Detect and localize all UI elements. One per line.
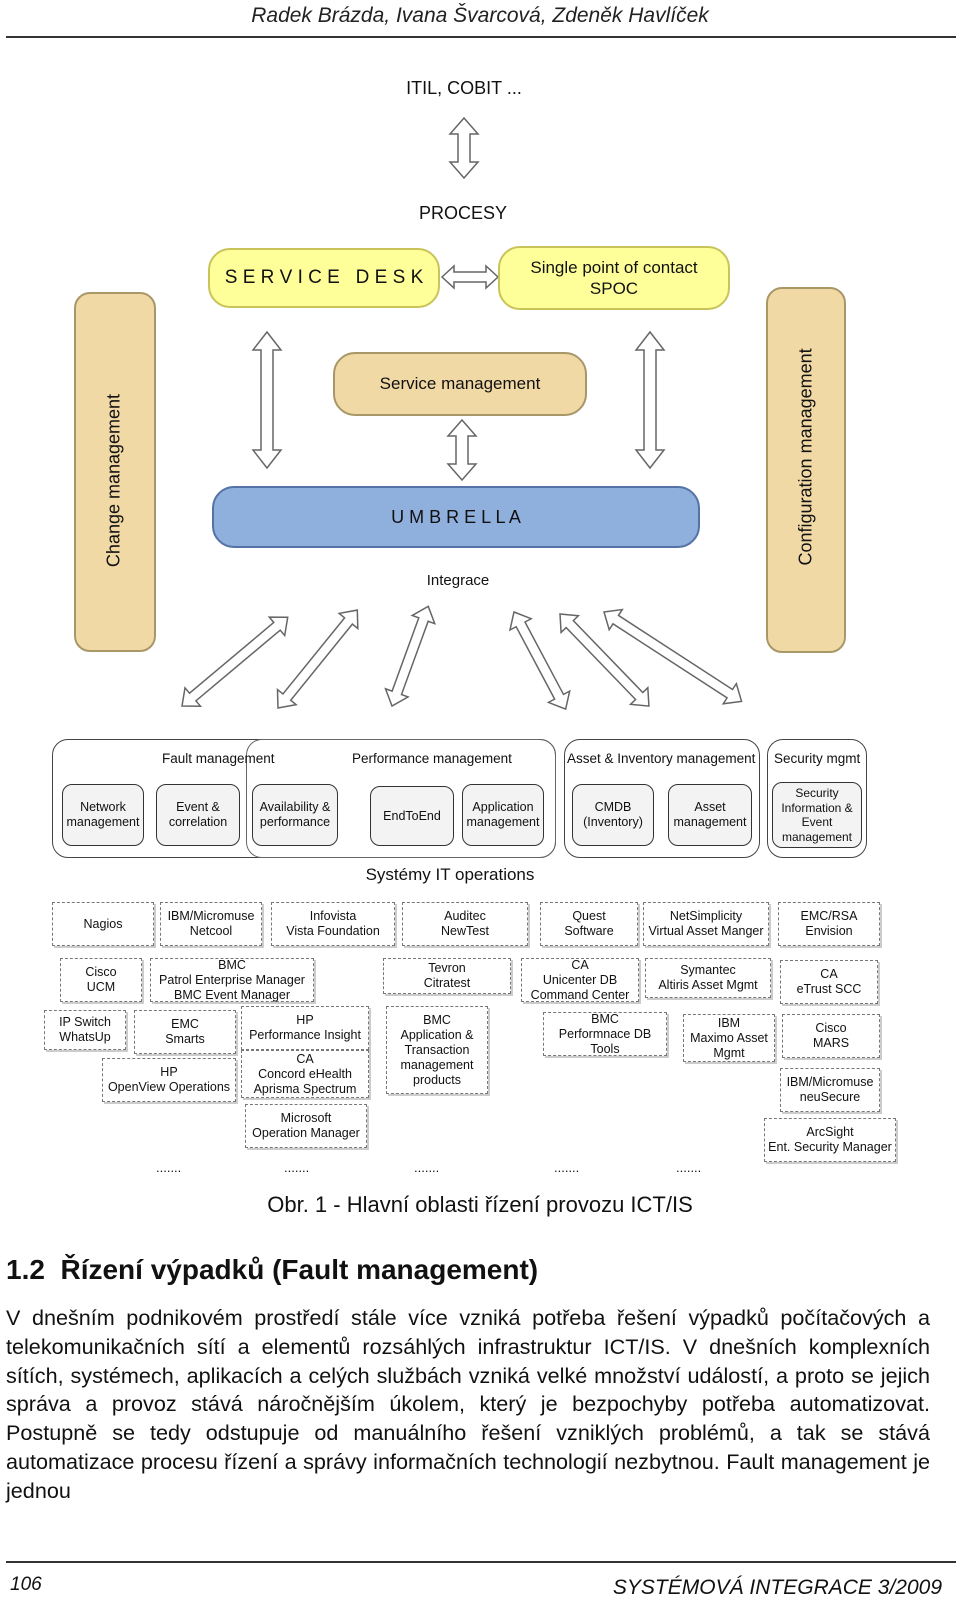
- availability-performance-module: Availability & performance: [252, 784, 338, 846]
- performance-management-label: Performance management: [352, 751, 512, 766]
- product-arcsight: ArcSight Ent. Security Manager: [764, 1118, 896, 1162]
- product-emc-rsa: EMC/RSA Envision: [778, 902, 880, 946]
- systemy-label: Systémy IT operations: [365, 865, 535, 884]
- product-ca-etrust: CA eTrust SCC: [780, 960, 878, 1004]
- product-ibm-netcool: IBM/Micromuse Netcool: [160, 902, 262, 946]
- product-ip-switch: IP Switch WhatsUp: [44, 1010, 126, 1050]
- application-management-module: Application management: [462, 784, 544, 846]
- asset-inventory-management-label: Asset & Inventory management: [567, 751, 756, 766]
- product-ibm-neusecure: IBM/Micromuse neuSecure: [780, 1068, 880, 1112]
- product-cisco-mars: Cisco MARS: [782, 1014, 880, 1058]
- product-microsoft-ops: Microsoft Operation Manager: [245, 1104, 367, 1148]
- itil-procesy-arrow: [449, 117, 479, 179]
- ellipsis-2: .......: [284, 1160, 310, 1175]
- product-quest: Quest Software: [540, 902, 638, 946]
- spoc-box: Single point of contact SPOC: [498, 246, 730, 310]
- header-rule: [6, 36, 956, 38]
- event-correlation-module: Event & correlation: [156, 784, 240, 846]
- security-group: [767, 739, 867, 858]
- product-auditec: Auditec NewTest: [402, 902, 528, 946]
- top-label: ITIL, COBIT ...: [406, 78, 522, 98]
- cmdb-module: CMDB (Inventory): [572, 784, 654, 846]
- network-management-module: Network management: [62, 784, 144, 846]
- diagram-arrows: [181, 117, 743, 711]
- ellipsis-5: .......: [676, 1160, 702, 1175]
- security-mgmt-label: Security mgmt: [774, 751, 861, 766]
- product-nagios: Nagios: [52, 902, 154, 946]
- ellipsis-1: .......: [156, 1160, 182, 1175]
- change-management-box: [74, 292, 156, 652]
- figure-caption: Obr. 1 - Hlavní oblasti řízení provozu I…: [267, 1192, 693, 1217]
- running-header: Radek Brázda, Ivana Švarcová, Zdeněk Hav…: [251, 4, 709, 27]
- product-hp-openview: HP OpenView Operations: [102, 1058, 236, 1102]
- product-netsimplicity: NetSimplicity Virtual Asset Manger: [643, 902, 769, 946]
- umbrella-box: U M B R E L L A: [212, 486, 700, 548]
- ellipsis-4: .......: [554, 1160, 580, 1175]
- svc-umbrella-arrow: [447, 419, 477, 481]
- section-title: 1.2 Řízení výpadků (Fault management): [6, 1254, 539, 1285]
- product-bmc-performance-db: BMC Performnace DB Tools: [543, 1012, 667, 1056]
- change-management-label: Change management: [103, 393, 124, 568]
- product-bmc-patrol: BMC Patrol Enterprise Manager BMC Event …: [150, 958, 314, 1002]
- page-number: 106: [10, 1574, 42, 1595]
- fault-management-label: Fault management: [162, 751, 275, 766]
- procesy-label: PROCESY: [418, 203, 508, 223]
- endtoend-module: EndToEnd: [370, 786, 454, 846]
- body-paragraph: V dnešním podnikovém prostředí stále víc…: [6, 1305, 930, 1503]
- configuration-management-box: [766, 287, 846, 653]
- product-ca-unicenter: CA Unicenter DB Command Center: [521, 958, 639, 1002]
- desk-spoc-arrow: [440, 264, 500, 290]
- performance-group: [246, 739, 556, 858]
- left-long-arrow: [251, 330, 283, 470]
- product-infovista: Infovista Vista Foundation: [271, 902, 395, 946]
- product-ibm-maximo: IBM Maximo Asset Mgmt: [683, 1014, 775, 1062]
- product-tevron: Tevron Citratest: [383, 958, 511, 994]
- product-cisco-ucm: Cisco UCM: [60, 958, 142, 1002]
- footer-rule: [6, 1561, 956, 1563]
- journal-name: SYSTÉMOVÁ INTEGRACE 3/2009: [612, 1576, 942, 1599]
- product-symantec: Symantec Altiris Asset Mgmt: [645, 958, 771, 998]
- configuration-management-label: Configuration management: [795, 348, 816, 566]
- asset-management-module: Asset management: [668, 784, 752, 846]
- right-long-arrow: [634, 330, 666, 470]
- security-information-module: Security Information & Event management: [772, 782, 862, 848]
- integrace-label: Integrace: [426, 572, 490, 589]
- asset-group: [564, 739, 760, 858]
- service-management-box: Service management: [333, 352, 587, 416]
- product-hp-performance: HP Performance Insight: [241, 1006, 369, 1050]
- product-emc-smarts: EMC Smarts: [134, 1010, 236, 1054]
- service-desk-box: S E R V I C E D E S K: [208, 248, 440, 308]
- ellipsis-3: .......: [414, 1160, 440, 1175]
- product-bmc-application: BMC Application & Transaction management…: [386, 1006, 488, 1094]
- product-ca-concord: CA Concord eHealth Aprisma Spectrum: [241, 1050, 369, 1098]
